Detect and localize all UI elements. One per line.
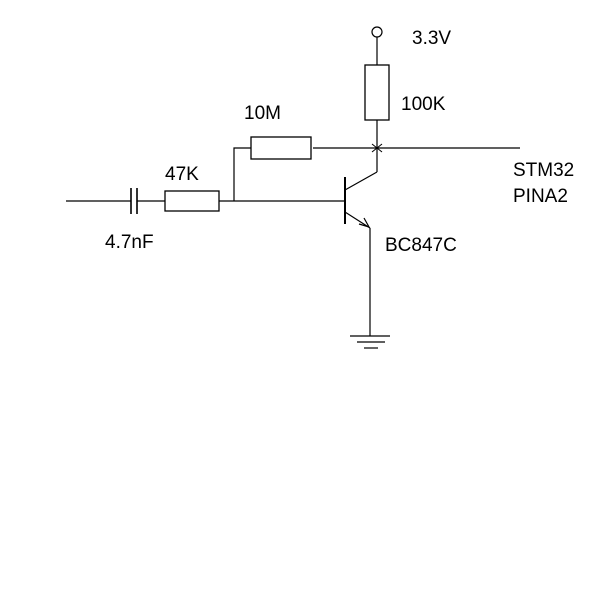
- feedback-resistor-label: 10M: [244, 103, 281, 124]
- coupling-capacitor-label: 4.7nF: [105, 232, 154, 253]
- npn-transistor: [344, 148, 378, 229]
- input-resistor: [164, 190, 220, 212]
- output-label-line2: PINA2: [513, 186, 568, 207]
- feedback-resistor: [250, 136, 312, 160]
- transistor-label: BC847C: [385, 235, 457, 256]
- output-label-line1: STM32: [513, 160, 574, 181]
- input-resistor-label: 47K: [165, 164, 199, 185]
- supply-terminal: [371, 26, 383, 65]
- pullup-resistor-label: 100K: [401, 94, 446, 115]
- supply-label: 3.3V: [412, 28, 451, 49]
- pullup-resistor: [364, 64, 390, 121]
- coupling-capacitor: [130, 188, 138, 214]
- ground-symbol: [350, 335, 390, 349]
- feedback-wire: [233, 147, 251, 201]
